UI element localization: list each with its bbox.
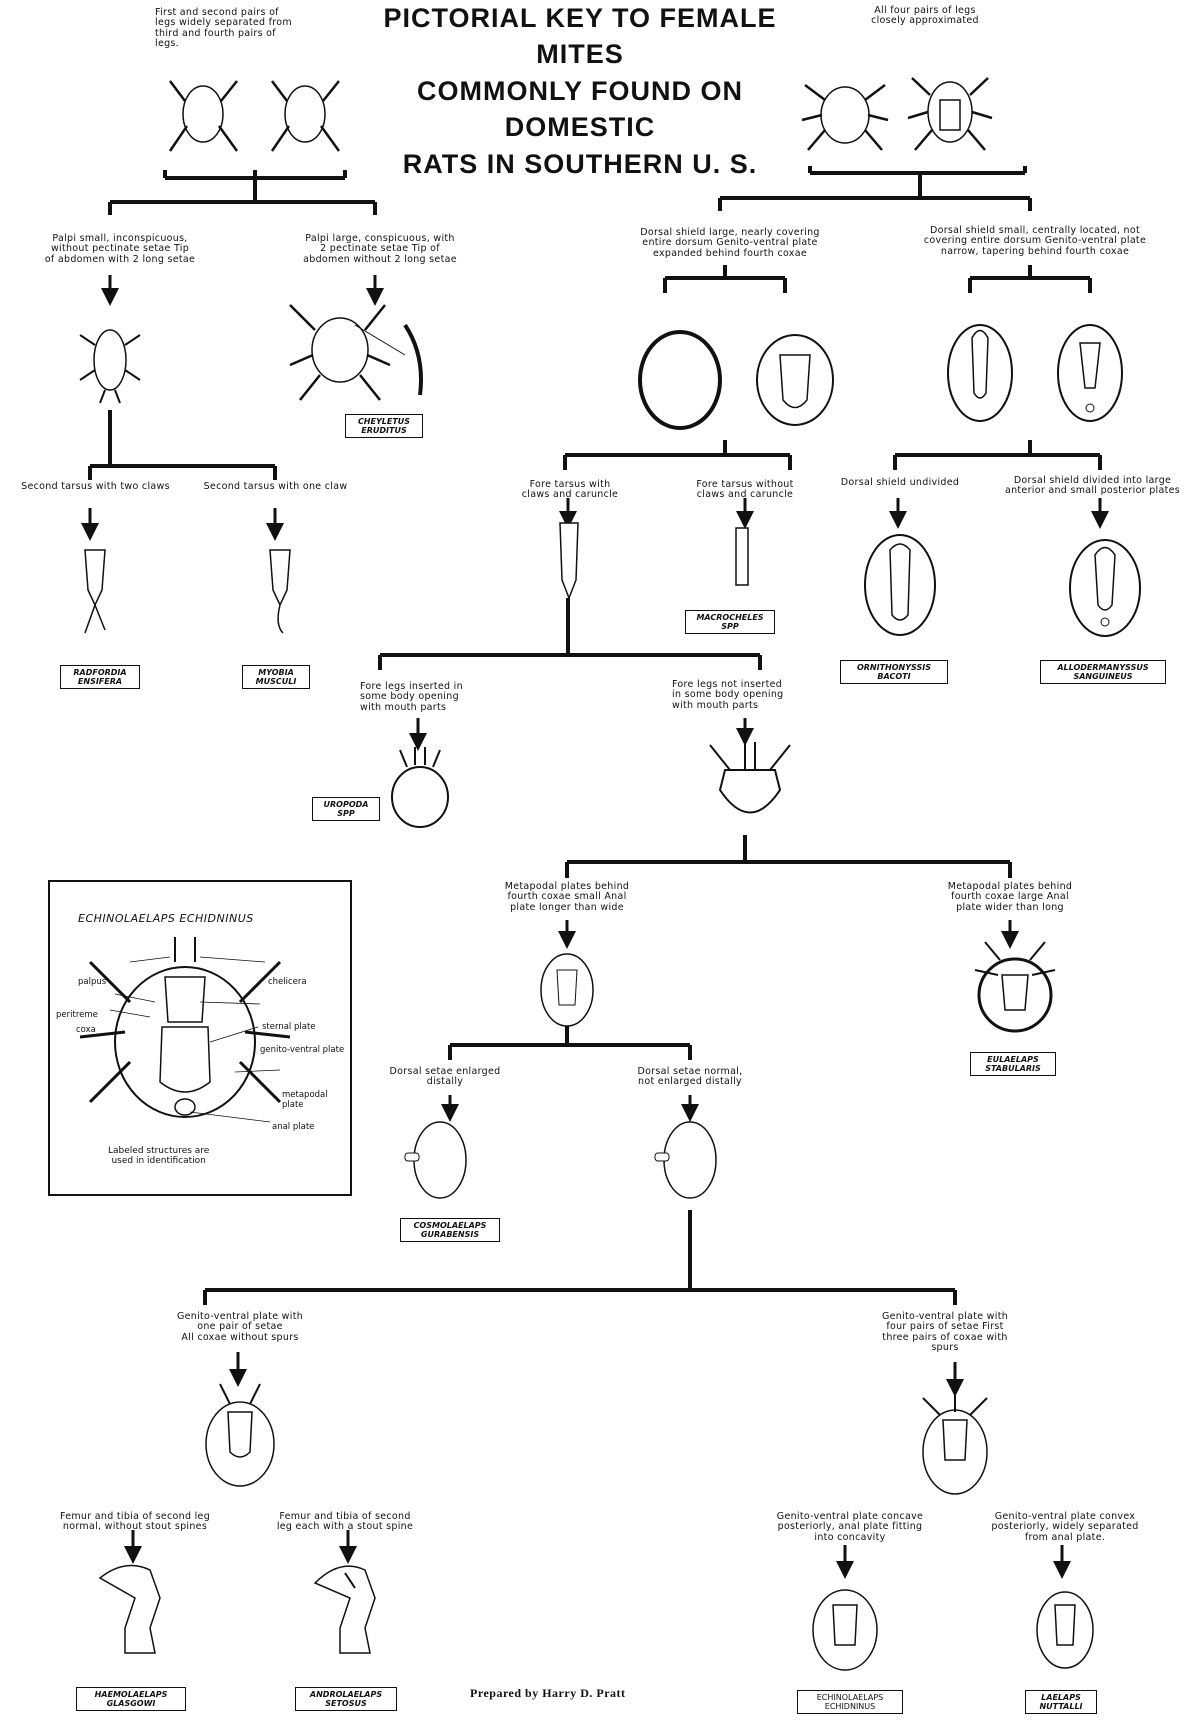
couplet-shield-divided: Dorsal shield divided into large anterio… xyxy=(1004,475,1181,497)
mite-illustration xyxy=(947,324,1013,422)
mite-illustration-pair xyxy=(801,77,993,151)
mite-illustration xyxy=(654,1121,717,1199)
label-peritreme: peritreme xyxy=(56,1010,98,1020)
mite-illustration xyxy=(922,1392,988,1495)
label-chelicera: chelicera xyxy=(268,977,307,987)
couplet-metapodal-small: Metapodal plates behind fourth coxae sma… xyxy=(504,881,630,913)
inset-note: Labeled structures are used in identific… xyxy=(108,1146,210,1166)
mite-illustration xyxy=(404,1121,467,1199)
couplet-femur-normal: Femur and tibia of second leg normal, wi… xyxy=(59,1511,211,1533)
label-coxa: coxa xyxy=(76,1025,96,1035)
mite-illustration xyxy=(709,742,791,814)
couplet-femur-spine: Femur and tibia of second leg each with … xyxy=(276,1511,414,1533)
couplet-shield-undivided: Dorsal shield undivided xyxy=(840,477,960,488)
mite-illustration xyxy=(1036,1591,1094,1669)
mite-illustration xyxy=(540,953,594,1027)
couplet-fore-tarsus-with: Fore tarsus with claws and caruncle xyxy=(521,479,619,501)
couplet-legs-inserted: Fore legs inserted in some body opening … xyxy=(360,681,463,713)
couplet-palpi-large: Palpi large, conspicuous, with 2 pectina… xyxy=(303,233,457,265)
couplet-legs-approximated: All four pairs of legs closely approxima… xyxy=(871,5,979,27)
label-metapodal-plate: metapodal plate xyxy=(282,1090,328,1110)
species-label-eulaelaps: EULAELAPS STABULARIS xyxy=(970,1052,1056,1077)
mite-illustration xyxy=(974,941,1056,1033)
tarsus-illustration xyxy=(269,549,291,634)
couplet-tarsus-one-claw: Second tarsus with one claw xyxy=(203,481,348,492)
mite-illustration xyxy=(638,330,722,430)
species-label-uropoda: UROPODA SPP xyxy=(312,797,380,822)
species-label-macrocheles: MACROCHELES SPP xyxy=(685,610,775,635)
couplet-gv-four-pairs: Genito-ventral plate with four pairs of … xyxy=(881,1311,1009,1354)
mite-illustration xyxy=(756,334,834,426)
page-title: PICTORIAL KEY TO FEMALE MITES COMMONLY F… xyxy=(383,3,777,179)
label-anal-plate: anal plate xyxy=(272,1122,315,1132)
couplet-shield-large: Dorsal shield large, nearly covering ent… xyxy=(640,227,820,259)
species-label-allodermanyssus: ALLODERMANYSSUS SANGUINEUS xyxy=(1040,660,1166,685)
leg-illustration xyxy=(313,1565,376,1654)
mite-illustration-pair xyxy=(168,80,341,152)
couplet-legs-separated: First and second pairs of legs widely se… xyxy=(155,7,292,50)
couplet-metapodal-large: Metapodal plates behind fourth coxae lar… xyxy=(947,881,1073,913)
species-label-ornithonyssus: ORNITHONYSSIS BACOTI xyxy=(840,660,948,685)
leg-illustration xyxy=(98,1564,161,1654)
species-label-haemolaelaps: HAEMOLAELAPS GLASGOWI xyxy=(76,1687,186,1712)
couplet-setae-enlarged: Dorsal setae enlarged distally xyxy=(389,1066,501,1088)
label-palpus: palpus xyxy=(78,977,107,987)
species-label-radfordia: RADFORDIA ENSIFERA xyxy=(60,665,140,690)
couplet-gv-concave: Genito-ventral plate concave posteriorly… xyxy=(776,1511,924,1543)
species-label-cosmolaelaps: COSMOLAELAPS GURABENSIS xyxy=(400,1218,500,1243)
mite-illustration xyxy=(864,534,936,636)
species-label-cheyletus: CHEYLETUS ERUDITUS xyxy=(345,414,423,439)
tarsus-illustration xyxy=(559,522,579,600)
label-genito-ventral-plate: genito-ventral plate xyxy=(260,1045,345,1055)
couplet-palpi-small: Palpi small, inconspicuous, without pect… xyxy=(44,233,196,265)
mite-illustration xyxy=(79,329,141,404)
tarsus-illustration xyxy=(735,527,749,586)
couplet-shield-small: Dorsal shield small, centrally located, … xyxy=(923,225,1147,257)
mite-illustration xyxy=(812,1589,878,1671)
mite-illustration xyxy=(205,1383,275,1487)
mite-illustration xyxy=(391,747,449,828)
tarsus-illustration xyxy=(84,549,106,634)
couplet-fore-tarsus-without: Fore tarsus without claws and caruncle xyxy=(696,479,794,501)
species-label-laelaps: LAELAPS NUTTALLI xyxy=(1025,1690,1097,1715)
mite-illustration xyxy=(1069,539,1141,637)
credit-line: Prepared by Harry D. Pratt xyxy=(470,1686,626,1700)
species-label-androlaelaps: ANDROLAELAPS SETOSUS xyxy=(295,1687,397,1712)
labeled-mite-illustration xyxy=(79,937,291,1123)
couplet-gv-one-pair: Genito-ventral plate with one pair of se… xyxy=(176,1311,304,1343)
couplet-tarsus-two-claws: Second tarsus with two claws xyxy=(21,481,170,492)
label-sternal-plate: sternal plate xyxy=(262,1022,316,1032)
couplet-legs-not-inserted: Fore legs not inserted in some body open… xyxy=(672,679,784,711)
couplet-setae-normal: Dorsal setae normal, not enlarged distal… xyxy=(637,1066,743,1088)
mite-illustration xyxy=(1057,324,1123,422)
inset-title: ECHINOLAELAPS ECHIDNINUS xyxy=(78,912,254,925)
species-label-echinolaelaps: ECHINOLAELAPS ECHIDNINUS xyxy=(797,1690,903,1715)
species-label-myobia: MYOBIA MUSCULI xyxy=(242,665,310,690)
labeled-diagram-inset: ECHINOLAELAPS ECHIDNINUS palpus chelicer… xyxy=(48,880,352,1196)
mite-illustration xyxy=(289,304,423,401)
couplet-gv-convex: Genito-ventral plate convex posteriorly,… xyxy=(991,1511,1139,1543)
